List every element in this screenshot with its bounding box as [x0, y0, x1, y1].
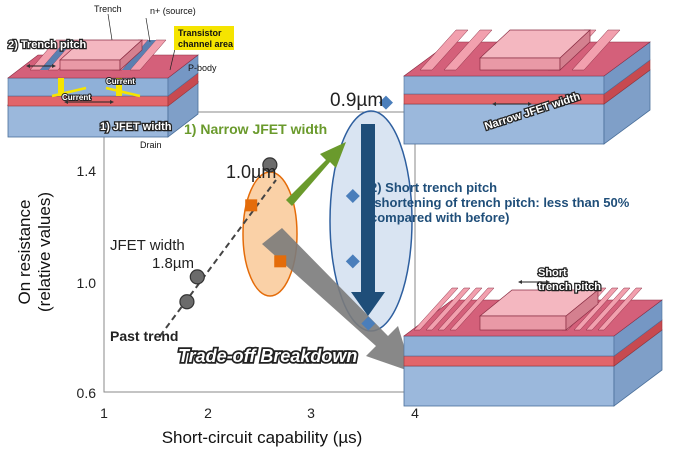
short-trench-label-line3: compared with before) — [370, 210, 509, 225]
orange-highlight-ellipse — [242, 171, 298, 297]
past-trend-label: Past trend — [110, 328, 178, 344]
narrow-jfet-arrow — [286, 142, 346, 206]
data-markers — [179, 95, 393, 331]
label-short-line2: trench pitch — [538, 281, 601, 293]
label-trench: Trench — [94, 4, 122, 14]
short-trench-arrow — [351, 124, 385, 316]
y-tick-label: 1.4 — [77, 163, 97, 179]
x-axis-title: Short-circuit capability (µs) — [162, 428, 363, 447]
label-n-source: n+ (source) — [150, 6, 196, 16]
data-point-s2-2 — [361, 316, 376, 331]
tradeoff-arrow — [262, 228, 412, 372]
y-tick-label: 0.6 — [77, 385, 97, 401]
short-trench-label-line2: (shortening of trench pitch: less than 5… — [370, 195, 630, 210]
label-transistor-channel-line2: channel area — [178, 39, 234, 49]
data-point-s0-0 — [179, 294, 195, 310]
label-current-right: Current — [106, 77, 135, 86]
value-09um-label: 0.9µm — [330, 90, 383, 111]
data-point-s2-0 — [345, 189, 360, 203]
tradeoff-label: Trade-off Breakdown — [178, 346, 357, 366]
x-tick-label: 4 — [411, 405, 419, 421]
label-p-body: P-body — [188, 63, 217, 73]
plot-area — [103, 111, 416, 393]
jfet-width-label: JFET width — [110, 237, 185, 254]
jfet-width-value: 1.8µm — [152, 255, 194, 272]
data-point-s0-2 — [262, 157, 278, 173]
short-trench-label-line1: 2) Short trench pitch — [370, 180, 497, 195]
transistor-channel-highlight — [174, 26, 234, 50]
data-point-s0-1 — [189, 269, 205, 285]
narrow-jfet-label: 1) Narrow JFET width — [184, 121, 327, 137]
y-tick-label: 1.0 — [77, 275, 97, 291]
value-1um-label: 1.0µm — [226, 162, 276, 182]
label-short-line1: Short — [538, 267, 567, 279]
label-trench-pitch: 2) Trench pitch — [8, 39, 87, 51]
label-transistor-channel-line1: Transistor — [178, 28, 222, 38]
data-point-s2-3 — [378, 95, 393, 110]
label-current-left: Current — [62, 93, 91, 102]
label-jfet-width: 1) JFET width — [100, 121, 172, 133]
x-tick-label: 3 — [307, 405, 315, 421]
y-axis-title-line2: (relative values) — [35, 192, 54, 312]
y-axis-title-line1: On resistance — [15, 200, 34, 305]
device-illustration-short-trench — [403, 280, 663, 407]
x-tick-label: 2 — [204, 405, 212, 421]
x-tick-label: 1 — [100, 405, 108, 421]
data-point-s2-1 — [345, 254, 360, 269]
y-axis-title: On resistance (relative values) — [15, 192, 54, 312]
label-drain: Drain — [140, 140, 162, 150]
data-point-s1-0 — [245, 199, 258, 212]
data-point-s1-1 — [274, 255, 287, 268]
device-illustration-original — [6, 13, 200, 138]
device-illustration-narrow-jfet — [403, 29, 651, 145]
